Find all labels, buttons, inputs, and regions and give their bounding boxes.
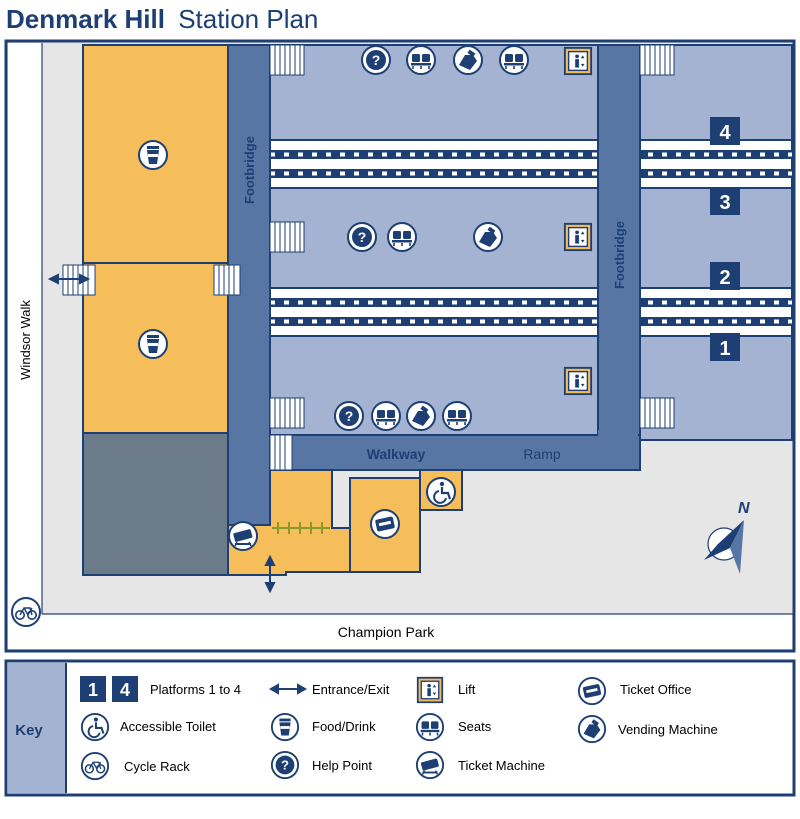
- steps-top-left: [269, 44, 305, 76]
- ramp-label: Ramp: [523, 446, 561, 462]
- entrance-arrow-west[interactable]: [47, 273, 91, 285]
- seats-icon[interactable]: [371, 401, 401, 431]
- cycle-rack-stands: [272, 522, 330, 534]
- footbridge-right-label: Footbridge: [612, 221, 627, 289]
- help-point-icon: [270, 750, 300, 780]
- key-platforms: Platforms 1 to 4: [150, 682, 241, 697]
- food-drink-icon: [270, 712, 300, 742]
- key-food-drink: Food/Drink: [312, 719, 376, 734]
- lift-icon[interactable]: [563, 46, 593, 76]
- key-entrance-arrow: [268, 683, 308, 695]
- help-point-icon[interactable]: [347, 222, 377, 252]
- steps-low-right: [639, 397, 675, 429]
- tracks-upper: [269, 139, 793, 189]
- key-cycle-rack: Cycle Rack: [124, 759, 190, 774]
- help-point-icon[interactable]: [361, 45, 391, 75]
- steps-top-right: [639, 44, 675, 76]
- food-drink-icon[interactable]: [138, 329, 168, 359]
- platform-number-2: 2: [710, 262, 740, 290]
- key-seats: Seats: [458, 719, 492, 734]
- champion-park-label: Champion Park: [338, 624, 435, 640]
- svg-text:1: 1: [88, 680, 98, 700]
- footbridge-left-label: Footbridge: [242, 136, 257, 204]
- svg-text:2: 2: [719, 267, 730, 289]
- svg-text:3: 3: [719, 192, 730, 214]
- steps-mid-left: [269, 221, 305, 253]
- windsor-walk-road: [8, 43, 42, 649]
- lift-icon[interactable]: [563, 222, 593, 252]
- svg-text:1: 1: [719, 338, 730, 360]
- key-entrance: Entrance/Exit: [312, 682, 390, 697]
- page-title: Denmark Hill Station Plan: [6, 4, 318, 34]
- tracks-lower: [269, 287, 793, 337]
- ticket-office-icon: [577, 676, 607, 706]
- title-bold: Denmark Hill: [6, 4, 165, 34]
- steps-west-entrance: [62, 264, 241, 296]
- seats-icon[interactable]: [387, 222, 417, 252]
- key-ticket-machine: Ticket Machine: [458, 758, 545, 773]
- ticket-machine-icon: [415, 750, 445, 780]
- key-vending-machine: Vending Machine: [618, 722, 718, 737]
- steps-walkway: [269, 434, 293, 471]
- key-heading: Key: [15, 722, 43, 739]
- seats-icon[interactable]: [406, 45, 436, 75]
- ticket-machine-icon[interactable]: [228, 521, 258, 551]
- platform-number-3: 3: [710, 187, 740, 215]
- cycle-rack-icon: [80, 751, 110, 781]
- vending-machine-icon: [577, 714, 607, 744]
- seats-icon[interactable]: [442, 401, 472, 431]
- lift-icon: [416, 676, 444, 704]
- accessible-toilet-icon[interactable]: [425, 476, 457, 508]
- footbridge-right: [597, 44, 641, 471]
- ticket-office-icon[interactable]: [370, 509, 400, 539]
- vending-machine-icon[interactable]: [473, 222, 503, 252]
- key-lift: Lift: [458, 682, 476, 697]
- vending-machine-icon[interactable]: [453, 45, 483, 75]
- svg-text:4: 4: [719, 122, 731, 144]
- cycle-rack-icon[interactable]: [11, 597, 41, 627]
- building-lower: [82, 432, 229, 576]
- north-arrow-icon: N: [704, 500, 750, 574]
- key-ticket-office: Ticket Office: [620, 682, 692, 697]
- title-light: Station Plan: [178, 4, 318, 34]
- help-point-icon[interactable]: [334, 401, 364, 431]
- seats-icon[interactable]: [499, 45, 529, 75]
- lift-icon[interactable]: [563, 366, 593, 396]
- north-label: N: [738, 500, 750, 517]
- walkway-label: Walkway: [367, 446, 426, 462]
- key-heading-band: [8, 663, 66, 793]
- champion-park-road: [8, 614, 792, 649]
- seats-icon: [415, 712, 445, 742]
- vending-machine-icon[interactable]: [406, 401, 436, 431]
- food-drink-icon[interactable]: [138, 140, 168, 170]
- walkway: [269, 434, 641, 471]
- entrance-arrow-south[interactable]: [264, 554, 276, 594]
- key-platform-badges: 1 4: [80, 676, 138, 702]
- svg-text:4: 4: [120, 680, 130, 700]
- platform-number-4: 4: [710, 117, 740, 145]
- key-accessible-toilet: Accessible Toilet: [120, 719, 216, 734]
- platform-number-1: 1: [710, 333, 740, 361]
- key-help-point: Help Point: [312, 758, 372, 773]
- steps-low-left: [269, 397, 305, 429]
- accessible-toilet-icon: [80, 712, 110, 742]
- windsor-walk-label: Windsor Walk: [18, 300, 33, 380]
